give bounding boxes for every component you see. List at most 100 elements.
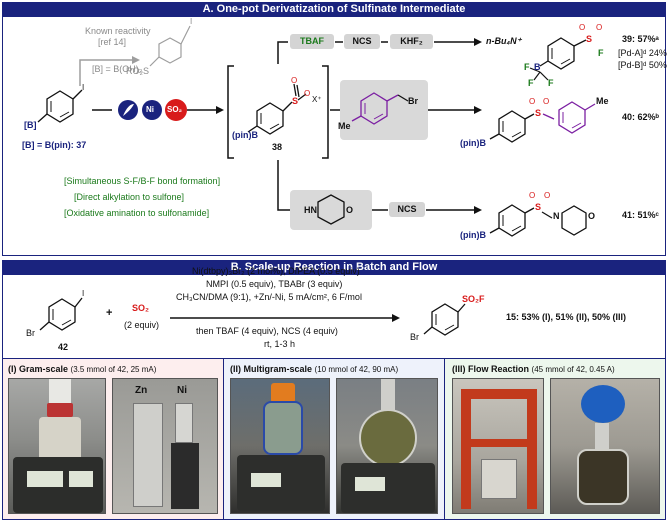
b-pin-37-label: [B] = B(pin): 37 bbox=[22, 140, 86, 151]
photo-flow-reactor bbox=[550, 378, 660, 514]
condition-5: rt, 1-3 h bbox=[264, 339, 296, 349]
ni-label: Ni bbox=[146, 105, 154, 114]
so2-reagent: SO₂ bbox=[132, 303, 150, 313]
p39-o2-label: O bbox=[596, 23, 603, 32]
note-amination: [Oxidative amination to sulfonamide] bbox=[64, 208, 210, 218]
photo-multigram-setup-1 bbox=[230, 378, 330, 514]
nbu4n-label: n-Bu₄N⁺ bbox=[486, 36, 521, 47]
p39-sf-label: F bbox=[598, 48, 604, 58]
p40-s-label: S bbox=[535, 108, 542, 118]
condition-4: then TBAF (4 equiv), NCS (4 equiv) bbox=[196, 326, 338, 336]
tbaf-step-label: TBAF bbox=[300, 36, 324, 46]
khf2-step: KHF₂ bbox=[390, 34, 433, 49]
p39-f3-label: F bbox=[548, 78, 554, 88]
compound-42-label: 42 bbox=[58, 342, 69, 352]
photo-flow-rig bbox=[452, 378, 544, 514]
sulfinate-s-label: S bbox=[292, 96, 299, 106]
benzyl-bromide-box bbox=[340, 80, 428, 140]
p39-o1-label: O bbox=[579, 23, 586, 32]
photo-2-detail: (10 mmol of 42, 90 mA) bbox=[314, 365, 399, 374]
x-plus-label: X⁺ bbox=[312, 95, 322, 104]
product-br: Br bbox=[410, 332, 419, 342]
photo-3-title-text: (III) Flow Reaction bbox=[452, 364, 530, 374]
photo-1-title-text: (I) Gram-scale bbox=[8, 364, 69, 374]
p41-o1-label: O bbox=[529, 191, 536, 200]
photo-3-detail: (45 mmol of 42, 0.45 A) bbox=[531, 365, 615, 374]
p40-me-label: Me bbox=[596, 96, 609, 106]
iodo-top-label: I bbox=[190, 17, 193, 26]
khf2-step-label: KHF₂ bbox=[400, 36, 423, 46]
r-so2-label: RO₂S bbox=[126, 66, 149, 76]
condition-3: CH₃CN/DMA (9:1), +Zn/-Ni, 5 mA/cm², 6 F/… bbox=[176, 292, 362, 302]
b-pin-label: [B] = B(pin): 37 bbox=[22, 140, 87, 150]
ncs-step-bottom-label: NCS bbox=[397, 204, 417, 214]
product-so2f: SO₂F bbox=[462, 294, 485, 304]
photo-sep-1 bbox=[223, 359, 224, 519]
condition-1: Ni(dtbpy)₃Br₂ (2 mol%), DIPEA (0.5 equiv… bbox=[192, 266, 360, 277]
ncs-step-bottom: NCS bbox=[389, 202, 425, 217]
zn-label: Zn bbox=[135, 385, 148, 396]
morpholine-o-label: O bbox=[346, 205, 354, 215]
photo-3-title: (III) Flow Reaction (45 mmol of 42, 0.45… bbox=[452, 364, 615, 375]
sulfinate-o2-label: O bbox=[304, 89, 311, 98]
p41-n-label: N bbox=[553, 211, 560, 221]
photo-divider bbox=[2, 358, 666, 359]
p41-o2-label: O bbox=[544, 191, 551, 200]
pinb-38-label: (pin)B bbox=[232, 130, 258, 140]
p39-f1-label: F bbox=[524, 62, 530, 72]
section-a-title: A. One-pot Derivatization of Sulfinate I… bbox=[2, 2, 666, 17]
ni-electrode-label: Ni bbox=[177, 385, 187, 396]
p39-b-label: B bbox=[534, 62, 541, 72]
p41-s-label: S bbox=[535, 202, 542, 212]
p40-pinb-label: (pin)B bbox=[460, 138, 486, 148]
photo-1-detail: (3.5 mmol of 42, 25 mA) bbox=[70, 365, 157, 374]
b-atom-label: [B] bbox=[24, 120, 37, 130]
ncs-step-top: NCS bbox=[344, 34, 380, 49]
nbu4n-text: n-Bu₄N⁺ bbox=[486, 36, 522, 46]
p41-o-label: O bbox=[588, 211, 596, 221]
result-39: 39: 57%ᵃ bbox=[622, 34, 659, 44]
p41-pinb-label: (pin)B bbox=[460, 230, 486, 240]
morpholine-hn-label: HN bbox=[304, 205, 317, 215]
iodo-start-label: I bbox=[82, 83, 85, 92]
so2-equiv: (2 equiv) bbox=[124, 320, 160, 330]
result-40: 40: 62%ᵇ bbox=[622, 112, 660, 122]
b-oh2-label: [B] = B(OH)₂ bbox=[92, 64, 143, 74]
so2-circle-label: SO₂ bbox=[167, 105, 183, 114]
known-reactivity-label: Known reactivity bbox=[85, 26, 151, 36]
sm-br-label: Br bbox=[26, 328, 35, 338]
photo-2-title: (II) Multigram-scale (10 mmol of 42, 90 … bbox=[230, 364, 398, 375]
compound-38-label: 38 bbox=[272, 142, 283, 152]
sulfinate-o-label: O bbox=[291, 76, 298, 85]
pda-result: [Pd-A]ᵈ 24% bbox=[618, 48, 667, 58]
note-sf-bf: [Simultaneous S-F/B-F bond formation] bbox=[64, 176, 221, 186]
photo-2-title-text: (II) Multigram-scale bbox=[230, 364, 313, 374]
result-41: 41: 51%ᶜ bbox=[622, 210, 659, 220]
photo-gram-scale-setup bbox=[8, 378, 106, 514]
plus-sign: + bbox=[106, 307, 113, 319]
result-15: 15: 53% (I), 51% (II), 50% (III) bbox=[506, 312, 627, 322]
note-alkylation: [Direct alkylation to sulfone] bbox=[74, 192, 185, 202]
pdb-result: [Pd-B]ᵈ 50% bbox=[618, 60, 667, 70]
photo-sep-2 bbox=[444, 359, 445, 519]
tbaf-step: TBAF bbox=[290, 34, 334, 49]
benzyl-me-label: Me bbox=[338, 121, 351, 131]
condition-2: NMPI (0.5 equiv), TBABr (3 equiv) bbox=[206, 279, 343, 289]
photo-1-title: (I) Gram-scale (3.5 mmol of 42, 25 mA) bbox=[8, 364, 156, 375]
p39-s-label: S bbox=[586, 34, 593, 44]
condition-1-text: Ni(dtbpy)₃Br₂ (2 mol%), DIPEA (0.5 equiv… bbox=[192, 266, 360, 276]
ref-label: [ref 14] bbox=[98, 37, 127, 47]
photo-multigram-setup-2 bbox=[336, 378, 438, 514]
p40-o1-label: O bbox=[529, 97, 536, 106]
ncs-step-top-label: NCS bbox=[352, 36, 372, 46]
sm-iodo-label: I bbox=[82, 289, 85, 298]
photo-electrodes: Zn Ni bbox=[112, 378, 218, 514]
benzyl-br-label: Br bbox=[408, 96, 419, 106]
p39-f2-label: F bbox=[528, 78, 534, 88]
section-b-title: B. Scale-up Reaction in Batch and Flow bbox=[2, 260, 666, 275]
p40-o2-label: O bbox=[543, 97, 550, 106]
